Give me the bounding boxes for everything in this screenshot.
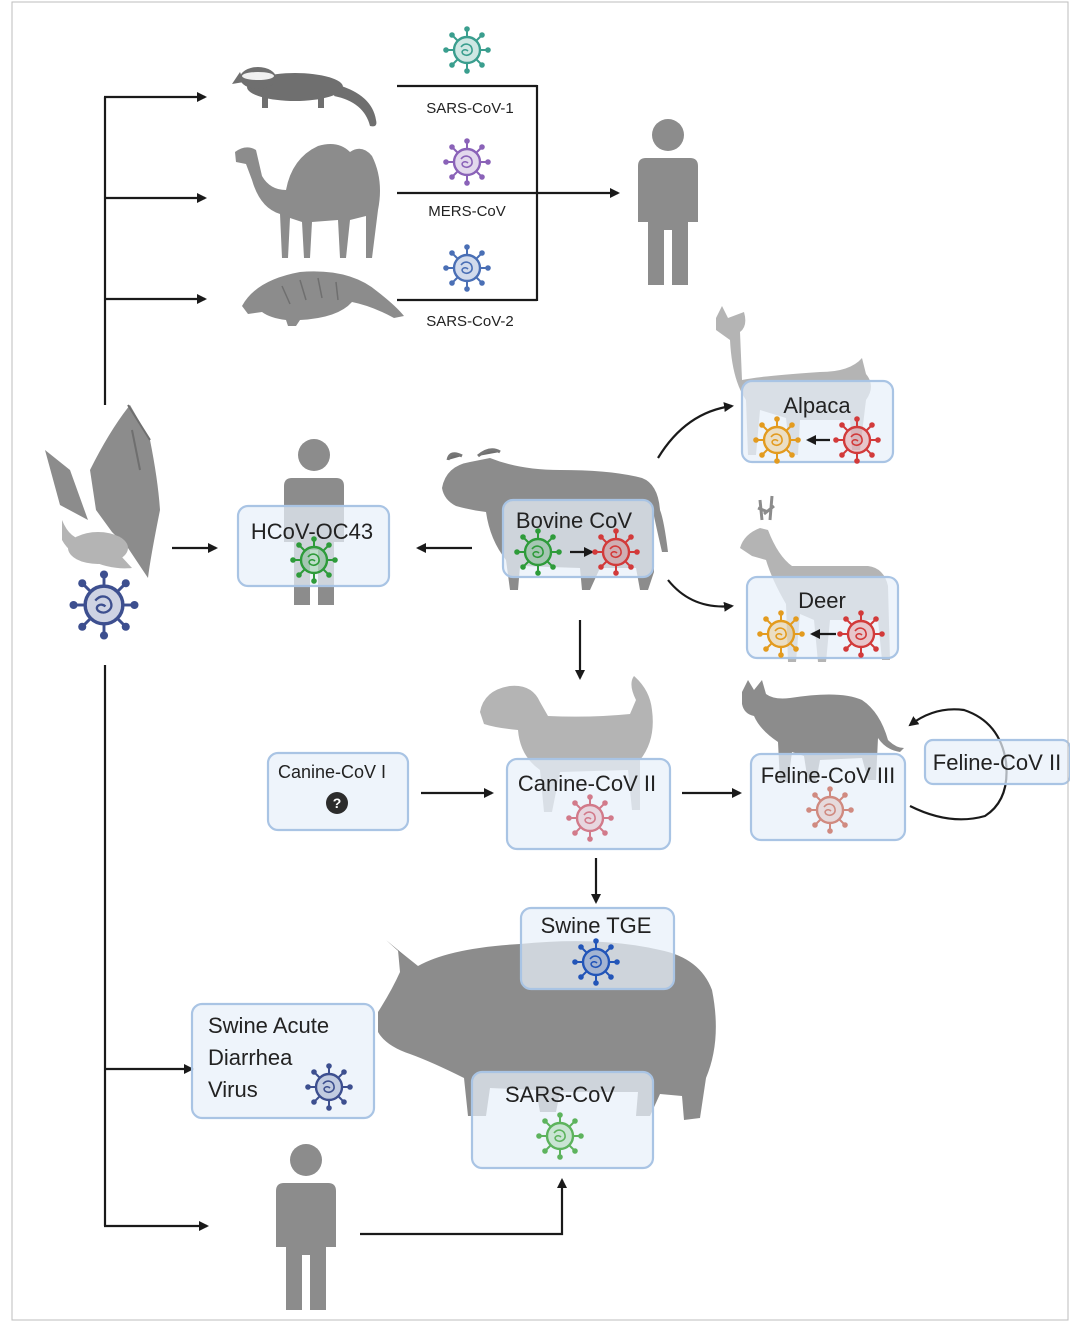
canine-cov-i-label: Canine-CoV I — [278, 762, 386, 782]
sars-cov-label: SARS-CoV — [505, 1082, 615, 1107]
virus-icon — [591, 527, 641, 577]
civet-icon — [232, 67, 377, 127]
virus-icon — [442, 25, 492, 76]
human-icon — [276, 1144, 336, 1310]
top-branch-lines — [103, 84, 620, 405]
virus-icon — [756, 609, 806, 659]
virus-icon — [805, 785, 855, 835]
figure-frame — [11, 1, 1069, 1321]
virus-icon — [442, 242, 492, 293]
canine-cov-ii-label: Canine-CoV II — [518, 771, 656, 796]
virus-icon — [565, 793, 615, 843]
virus-icon — [535, 1110, 585, 1162]
sadv-label-line1: Swine Acute — [208, 1013, 329, 1038]
question-mark: ? — [333, 795, 342, 811]
arrow-human-to-sars — [360, 1178, 567, 1236]
virus-icon — [67, 568, 141, 642]
sadv-label-line3: Virus — [208, 1077, 258, 1102]
virus-icon — [832, 415, 882, 465]
dog-icon — [480, 676, 653, 812]
virus-icon — [836, 609, 886, 659]
question-icon — [326, 792, 348, 814]
camel-icon — [235, 144, 380, 258]
sars-cov-1-label: SARS-CoV-1 — [426, 100, 514, 117]
swine-tge-label: Swine TGE — [541, 913, 652, 938]
feline-cov-iii-label: Feline-CoV III — [761, 763, 896, 788]
arrow-to-alpaca — [657, 402, 734, 459]
arrow-to-deer — [667, 579, 734, 612]
deer-label: Deer — [798, 588, 846, 613]
feline-cov-ii-label: Feline-CoV II — [933, 750, 1061, 775]
feline-cov-ii-box — [923, 738, 1070, 786]
sars-cov-box — [470, 1070, 655, 1170]
human-icon — [638, 119, 698, 285]
virus-icon — [752, 415, 802, 465]
virus-icon — [513, 527, 563, 577]
sars-cov-2-label: SARS-CoV-2 — [426, 313, 514, 330]
bat-icon — [45, 404, 160, 578]
virus-icon — [289, 535, 339, 585]
pangolin-icon — [242, 271, 404, 326]
alpaca-label: Alpaca — [783, 393, 851, 418]
sadv-label-line2: Diarrhea — [208, 1045, 293, 1070]
bovine-cov-label: Bovine CoV — [516, 508, 633, 533]
mers-cov-label: MERS-CoV — [428, 203, 506, 220]
virus-icon — [442, 136, 492, 188]
virus-icon — [304, 1061, 354, 1113]
canine-cov-i-box — [266, 751, 410, 832]
virus-icon — [571, 937, 621, 987]
